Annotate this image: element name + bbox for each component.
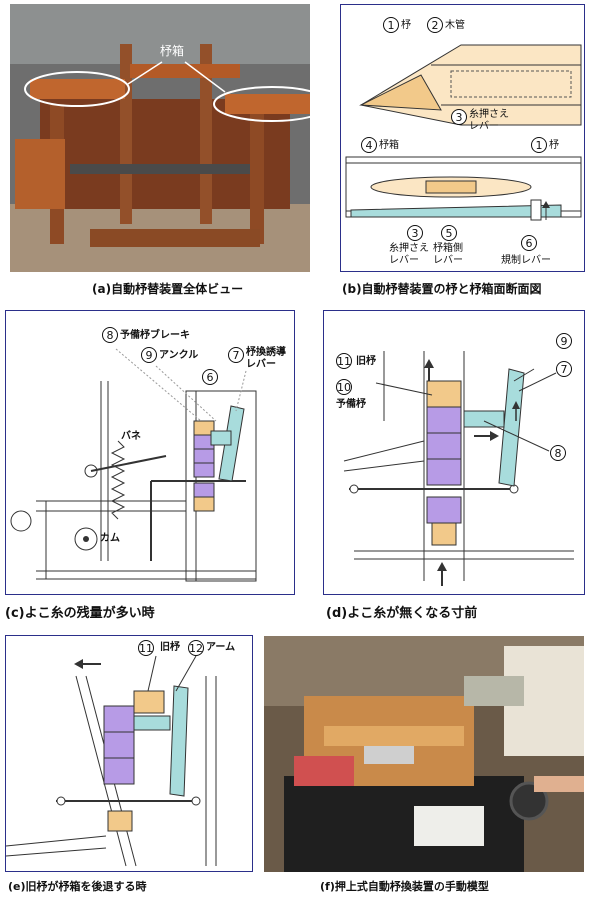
panel-f-photo <box>264 636 584 872</box>
label-spring: バネ <box>121 431 141 442</box>
label-spare-brake: 予備杼ブレーキ <box>120 330 190 341</box>
label-arm: アーム <box>206 642 236 653</box>
callout-num-5: 5 <box>441 225 457 241</box>
label-anchor: アンクル <box>159 350 199 361</box>
label-guide-lever-1: 杼換誘導 <box>246 347 286 358</box>
callout-num-1a: 1 <box>383 17 399 33</box>
callout-num-6: 6 <box>521 235 537 251</box>
label-shuttle-b: 杼 <box>549 140 559 151</box>
callout-num-2: 2 <box>427 17 443 33</box>
label-thread-lever-b2: レバー <box>389 255 419 266</box>
manual-model-photo <box>264 636 584 872</box>
label-cam: カム <box>100 533 120 544</box>
label-thread-lever-a1: 糸押さえ <box>469 109 509 120</box>
callout-num-11d: 11 <box>336 353 352 369</box>
callout-num-8: 8 <box>102 327 118 343</box>
callout-num-3a: 3 <box>451 109 467 125</box>
callout-num-3b: 3 <box>407 225 423 241</box>
callout-num-12: 12 <box>188 640 204 656</box>
callout-num-10: 10 <box>336 379 352 395</box>
callout-num-4: 4 <box>361 137 377 153</box>
caption-b: (b)自動杼替装置の杼と杼箱面断面図 <box>342 282 542 296</box>
label-old-shuttle-e: 旧杼 <box>160 642 180 653</box>
label-thread-lever-b1: 糸押さえ <box>389 243 429 254</box>
label-spare-shuttle: 予備杼 <box>336 399 366 410</box>
caption-c: (c)よこ糸の残量が多い時 <box>5 606 155 621</box>
panel-a-photo: 杼箱 <box>10 4 310 272</box>
label-box-side-lever-1: 杼箱側 <box>433 243 463 254</box>
label-shuttle-box: 杼箱 <box>379 140 399 151</box>
callout-num-11e: 11 <box>138 640 154 656</box>
callout-num-6c: 6 <box>202 369 218 385</box>
callout-shuttle-box: 杼箱 <box>160 44 185 58</box>
label-thread-lever-a2: レバー <box>469 121 499 132</box>
callout-num-9d: 9 <box>556 333 572 349</box>
label-old-shuttle-d: 旧杼 <box>356 356 376 367</box>
panel-d-diagram: 9 7 11 旧杼 10 予備杼 8 <box>323 310 585 595</box>
panel-b-diagram: 1 杼 2 木管 3 糸押さえ レバー 4 杼箱 1 杼 3 糸押さえ レバー … <box>340 4 585 272</box>
caption-d: (d)よこ糸が無くなる寸前 <box>326 606 478 621</box>
callout-num-9: 9 <box>141 347 157 363</box>
loom-photo <box>10 4 310 272</box>
label-guide-lever-2: レバー <box>246 359 276 370</box>
shuttle-section-diagram <box>345 44 582 221</box>
callout-num-7: 7 <box>228 347 244 363</box>
label-shuttle-a: 杼 <box>401 20 411 31</box>
mechanism-diagram-e <box>6 655 217 867</box>
mechanism-diagram-d <box>343 351 574 586</box>
label-box-side-lever-2: レバー <box>433 255 463 266</box>
caption-f: (f)押上式自動杼換装置の手動模型 <box>320 880 489 893</box>
callout-num-8d: 8 <box>550 445 566 461</box>
panel-e-diagram: 11 旧杼 12 アーム <box>5 635 253 872</box>
callout-num-1b: 1 <box>531 137 547 153</box>
callout-num-7d: 7 <box>556 361 572 377</box>
mechanism-diagram-c <box>10 348 257 582</box>
label-bobbin: 木管 <box>445 20 465 31</box>
caption-a: (a)自動杼替装置全体ビュー <box>92 282 244 296</box>
caption-e: (e)旧杼が杼箱を後退する時 <box>8 880 147 893</box>
panel-c-diagram: 8 予備杼ブレーキ 9 アンクル 7 杼換誘導 レバー 6 バネ カム <box>5 310 295 595</box>
label-regulating-lever: 規制レバー <box>501 255 551 266</box>
